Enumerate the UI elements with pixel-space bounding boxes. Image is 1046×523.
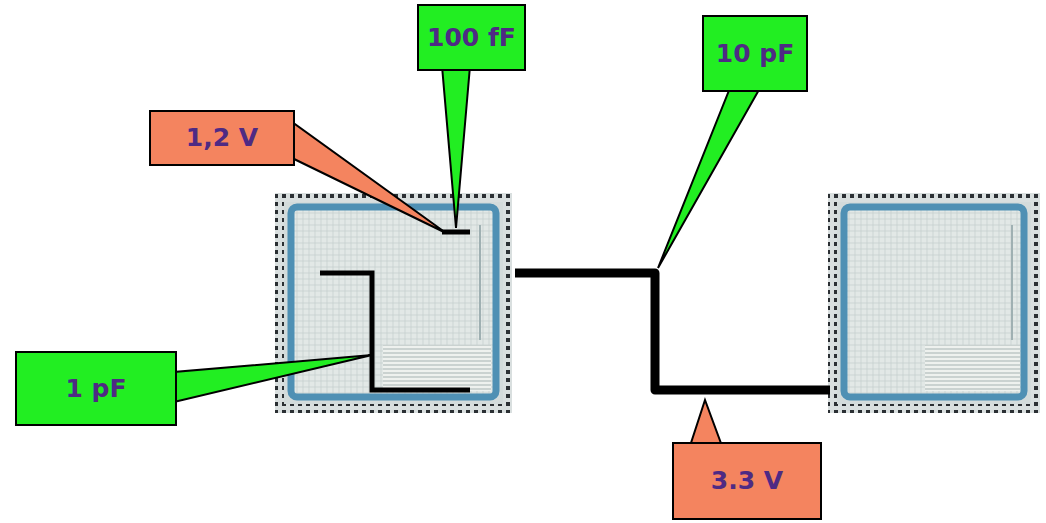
off-chip-wire xyxy=(515,273,830,390)
value-label: 10 pF xyxy=(716,40,794,68)
callout-box: 100 fF xyxy=(417,4,526,71)
value-label: 1,2 V xyxy=(186,124,258,152)
callout-pointer xyxy=(442,66,470,228)
callout-pointer xyxy=(292,122,446,233)
chip-die xyxy=(275,193,512,413)
value-label: 1 pF xyxy=(65,375,126,403)
callout-box: 1 pF xyxy=(15,351,177,426)
callout-box: 3.3 V xyxy=(672,442,822,520)
callout-box: 1,2 V xyxy=(149,110,295,166)
callout-pointer xyxy=(690,400,722,446)
value-label: 100 fF xyxy=(427,24,516,52)
callout-box: 10 pF xyxy=(702,15,808,92)
value-label: 3.3 V xyxy=(711,467,783,495)
on-chip-wire xyxy=(320,273,470,390)
chip-die xyxy=(828,193,1040,413)
callout-pointer xyxy=(174,355,372,402)
callout-pointer xyxy=(658,88,760,268)
